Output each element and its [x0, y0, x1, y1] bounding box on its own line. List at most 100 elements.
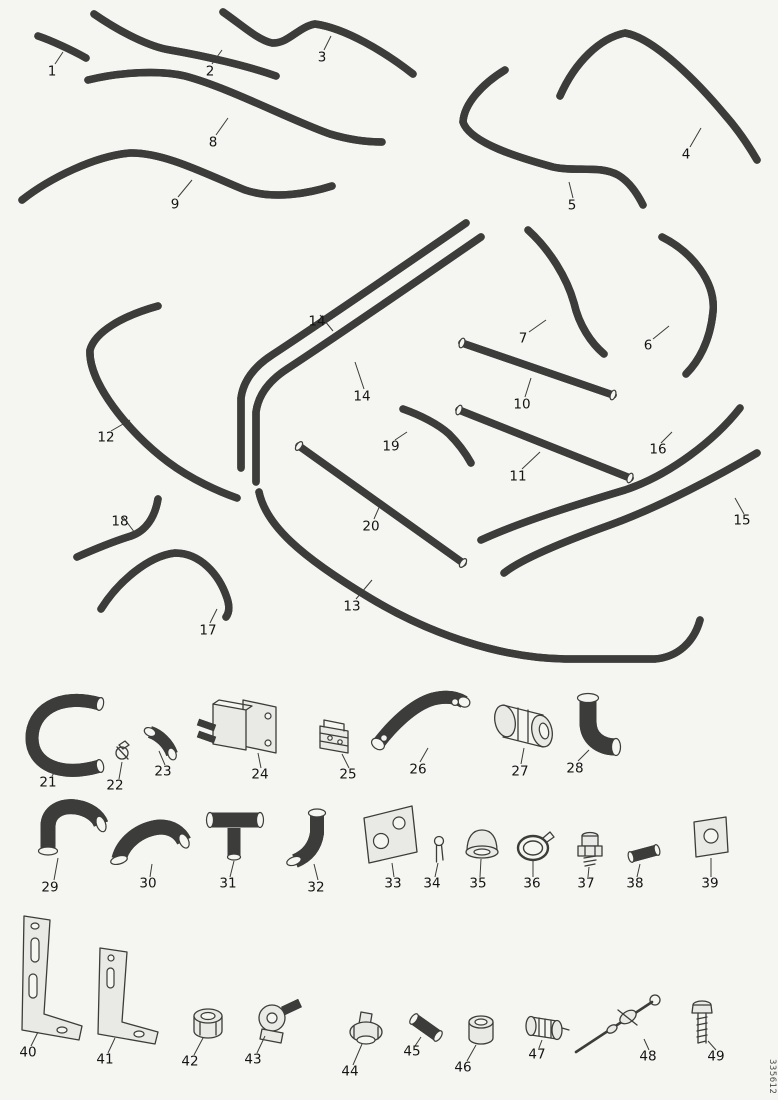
part-callout-7-6: 7 [518, 330, 528, 347]
part-17-tube [97, 549, 229, 621]
part-callout-43-43: 43 [244, 1051, 262, 1068]
part-callout-41-41: 41 [96, 1051, 114, 1068]
part-38-stub-tube [627, 844, 661, 863]
part-18-tube [73, 495, 162, 561]
part-callout-6-5: 6 [643, 337, 653, 354]
part-10-tube [458, 337, 617, 401]
part-callout-21-21: 21 [39, 774, 57, 791]
part-46-bushing [468, 1015, 494, 1045]
part-callout-28-28: 28 [566, 760, 584, 777]
part-6-tube [658, 233, 713, 378]
part-36-clamp-ring [516, 831, 555, 862]
part-14-upper-tube [237, 219, 470, 472]
part-callout-14-14: 14 [353, 388, 371, 405]
part-callout-36-36: 36 [523, 875, 541, 892]
part-23-fitting [143, 726, 178, 761]
part-9-tube [18, 153, 336, 204]
part-callout-26-26: 26 [409, 761, 427, 778]
part-callout-24-24: 24 [251, 766, 269, 783]
part-44-plug [349, 1011, 383, 1045]
part-35-cap [465, 829, 499, 859]
part-5-tube [459, 66, 647, 209]
part-callout-20-20: 20 [362, 518, 380, 535]
part-callout-42-42: 42 [181, 1053, 199, 1070]
part-callout-22-22: 22 [106, 777, 124, 794]
part-callout-15-15: 15 [733, 512, 751, 529]
part-callout-33-33: 33 [384, 875, 402, 892]
part-34-pin [433, 835, 445, 863]
part-callout-13-12: 13 [343, 598, 361, 615]
part-callout-9-8: 9 [170, 196, 180, 213]
part-28-elbow [576, 694, 621, 757]
part-7-tube [524, 226, 608, 358]
part-callout-14-13: 14 [308, 313, 326, 330]
part-8-tube [84, 73, 386, 146]
part-48-rod [574, 994, 661, 1054]
part-callout-46-46: 46 [454, 1059, 472, 1076]
part-callout-8-7: 8 [208, 134, 218, 151]
part-14-lower-tube [252, 233, 485, 486]
part-callout-29-29: 29 [41, 879, 59, 896]
part-callout-19-19: 19 [382, 438, 400, 455]
part-16-tube [477, 404, 744, 544]
part-30-elbow [110, 819, 191, 866]
part-13-tube [255, 488, 704, 663]
part-12-tube [90, 302, 241, 502]
part-20-tube [294, 441, 468, 568]
part-callout-35-35: 35 [469, 875, 487, 892]
part-callout-11-10: 11 [509, 468, 527, 485]
part-29-elbow [37, 807, 108, 855]
part-callout-12-11: 12 [97, 429, 115, 446]
part-callout-32-32: 32 [307, 879, 325, 896]
part-callout-10-9: 10 [513, 396, 531, 413]
part-19-tube [399, 405, 475, 467]
part-callout-48-48: 48 [639, 1048, 657, 1065]
part-callout-23-23: 23 [154, 763, 172, 780]
part-40-bracket [21, 915, 83, 1041]
part-2-tube [90, 10, 280, 80]
part-27-coupling [494, 704, 553, 748]
part-callout-49-49: 49 [707, 1048, 725, 1065]
part-callout-30-30: 30 [139, 875, 157, 892]
part-callout-39-39: 39 [701, 875, 719, 892]
part-callout-25-25: 25 [339, 766, 357, 783]
part-callout-45-45: 45 [403, 1043, 421, 1060]
part-41-bracket [97, 947, 159, 1045]
part-21-hose [25, 697, 105, 773]
part-callout-2-1: 2 [205, 63, 215, 80]
part-callout-44-44: 44 [341, 1063, 359, 1080]
part-15-tube [500, 449, 761, 577]
part-callout-37-37: 37 [577, 875, 595, 892]
part-26-bracket [370, 695, 471, 752]
part-25-connector-block [319, 719, 349, 754]
part-callout-34-34: 34 [423, 875, 441, 892]
part-3-tube [219, 8, 417, 78]
part-33-gasket [363, 805, 418, 864]
part-32-elbow [286, 809, 327, 867]
part-callout-3-2: 3 [317, 49, 327, 66]
part-callout-18-18: 18 [111, 513, 129, 530]
part-1-tube [34, 32, 90, 62]
part-callout-4-3: 4 [681, 146, 691, 163]
part-callout-5-4: 5 [567, 197, 577, 214]
part-39-pad [693, 816, 729, 858]
part-callout-1-0: 1 [47, 63, 57, 80]
part-47-connector [525, 1015, 570, 1041]
part-callout-27-27: 27 [511, 763, 529, 780]
part-42-nut [193, 1008, 223, 1039]
part-24-valve-bracket [198, 699, 277, 754]
part-11-tube [455, 404, 634, 484]
part-callout-17-17: 17 [199, 622, 217, 639]
part-49-bolt [691, 1000, 713, 1044]
part-43-banjo-fitting [258, 1003, 300, 1044]
part-31-tee-fitting [207, 811, 264, 861]
leader-lines [30, 35, 745, 1066]
part-22-clamp [115, 740, 130, 760]
part-4-tube [556, 29, 761, 164]
part-callout-38-38: 38 [626, 875, 644, 892]
watermark-text: 335612 [767, 1058, 777, 1094]
part-37-fitting [577, 831, 603, 867]
part-45-spacer-tube [408, 1012, 444, 1042]
